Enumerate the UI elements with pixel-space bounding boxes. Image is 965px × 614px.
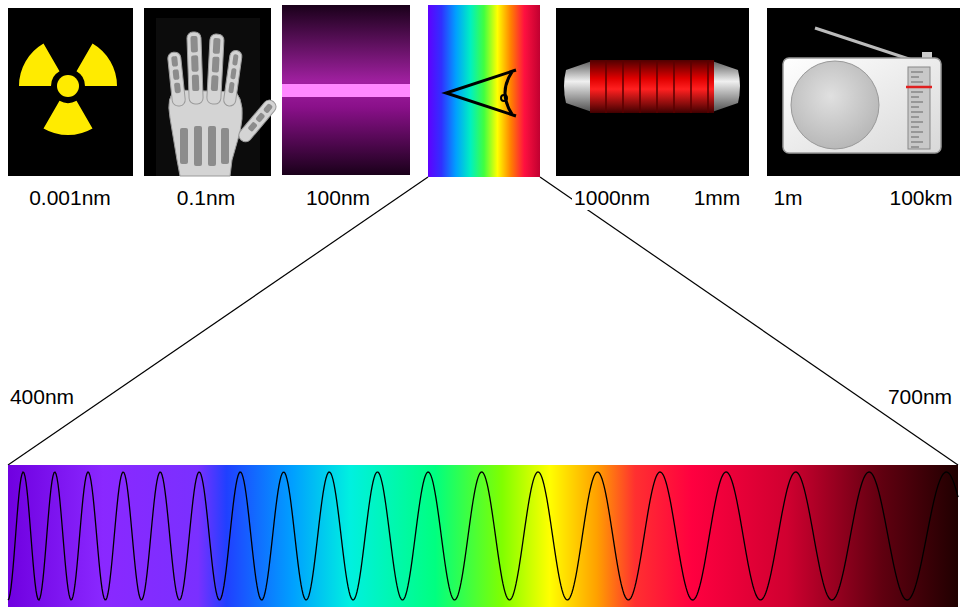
icon-ground: [282, 5, 410, 175]
wave-path: [8, 472, 958, 600]
finger-flesh: [187, 32, 204, 104]
finger-bone: [171, 56, 178, 67]
lamp-rib: [673, 60, 675, 113]
lamp-cap: [564, 61, 592, 112]
zoom-line: [8, 177, 428, 465]
wavelength-label: 100nm: [304, 186, 372, 210]
wavelength-label: 100km: [887, 186, 954, 210]
dial-tick: [911, 117, 919, 118]
hand-finger: [187, 32, 204, 104]
wavelength-label: 0.001nm: [27, 186, 113, 210]
eye-pupil: [501, 95, 507, 101]
infrared-lamp-icon: [556, 8, 749, 176]
trefoil-blade: [44, 101, 93, 135]
finger-bone: [174, 82, 181, 93]
wavelength-label: 700nm: [886, 385, 954, 409]
radiation-icon: [8, 8, 133, 176]
icon-ground: [8, 8, 133, 176]
hand-finger: [236, 98, 278, 145]
finger-bone: [173, 69, 180, 80]
wavelength-label: 1000nm: [572, 186, 652, 210]
finger-bone: [192, 75, 200, 92]
finger-flesh: [236, 98, 278, 145]
hand-finger: [207, 34, 225, 105]
lamp-body: [590, 60, 714, 113]
dial-tick: [911, 82, 923, 83]
dial-ticks: [911, 72, 923, 147]
xray-hand-icon: [144, 8, 278, 176]
icon-ground: [428, 5, 540, 177]
lamp-rib: [656, 60, 658, 113]
lamp-rib: [605, 60, 607, 113]
dial-tick: [911, 107, 919, 108]
icon-ground: [767, 8, 960, 176]
finger-bone: [230, 68, 236, 80]
dial-tick: [911, 132, 923, 133]
dial-tick: [911, 142, 923, 143]
dial-tick: [911, 97, 919, 98]
wavelength-label: 1m: [771, 186, 804, 210]
palm-bone: [208, 126, 216, 166]
finger-flesh: [167, 52, 186, 107]
trefoil-center: [57, 75, 79, 97]
icon-ground: [144, 8, 271, 176]
finger-bone: [228, 82, 234, 94]
wavelength-label: 400nm: [8, 385, 76, 409]
radio-antenna: [815, 28, 912, 60]
lamp-rib: [639, 60, 641, 113]
finger-bone: [263, 103, 273, 114]
hand-finger: [223, 50, 243, 107]
dial-tick: [911, 77, 919, 78]
finger-flesh: [207, 34, 225, 105]
finger-bone: [247, 121, 257, 132]
dial-tick: [911, 92, 923, 93]
finger-bone: [255, 112, 265, 123]
dial-tick: [911, 122, 923, 123]
trefoil-blade: [19, 44, 60, 86]
finger-bone: [232, 54, 238, 66]
wavelength-label: 1mm: [692, 186, 743, 210]
uv-band: [282, 84, 410, 97]
radio-body: [783, 58, 941, 153]
dial-tick: [911, 127, 919, 128]
visible-spectrum-bar: [8, 465, 958, 607]
film-panel: [156, 18, 260, 176]
palm-bone: [221, 128, 229, 164]
finger-bone: [191, 55, 199, 72]
lamp-rib: [622, 60, 624, 113]
palm-bone: [194, 126, 202, 166]
lamp-rib: [690, 60, 692, 113]
zoom-line: [540, 177, 958, 465]
dial-pointer: [906, 86, 932, 89]
dial-tick: [911, 147, 919, 148]
radio-speaker: [791, 61, 879, 149]
visible-icon: [428, 5, 540, 177]
finger-bone: [190, 36, 198, 53]
ultraviolet-icon: [282, 5, 410, 175]
finger-bone: [212, 57, 220, 73]
dial-tick: [911, 72, 923, 73]
finger-bone: [211, 75, 219, 91]
radio-dial: [908, 67, 930, 149]
eye-symbol: [446, 70, 516, 116]
palm-bone: [180, 128, 188, 164]
radio-icon: [767, 8, 960, 176]
hand-finger: [167, 52, 186, 107]
dial-tick: [911, 137, 919, 138]
trefoil-blade: [77, 44, 118, 86]
lamp-cap: [712, 61, 740, 112]
wavelength-label: 0.1nm: [175, 186, 237, 210]
dial-tick: [911, 112, 923, 113]
finger-bone: [213, 38, 221, 54]
lamp-rib: [707, 60, 709, 113]
icon-ground: [556, 8, 749, 176]
finger-flesh: [223, 50, 243, 107]
eye-symbol: [505, 72, 512, 114]
dial-tick: [911, 102, 923, 103]
wave-curve: [8, 472, 958, 600]
